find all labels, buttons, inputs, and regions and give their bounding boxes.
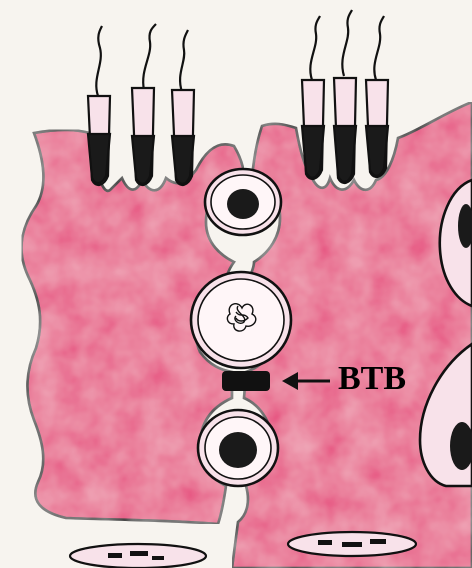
peritubular-nucleus (318, 540, 332, 545)
spermatid-nucleus (366, 126, 388, 176)
peritubular-nucleus (152, 556, 164, 560)
peritubular-nucleus (370, 539, 386, 544)
peritubular-nucleus (130, 551, 148, 556)
peritubular-nucleus (342, 542, 362, 547)
germ-cell-lower-nucleus (219, 432, 257, 468)
germ-cell-middle-inner (198, 279, 284, 361)
germ-cell-upper-nucleus (227, 189, 259, 219)
btb-junction-marker (222, 371, 270, 391)
spermatid-nucleus (302, 126, 324, 178)
peritubular-nucleus (108, 553, 122, 558)
spermatid-nucleus (88, 134, 110, 183)
spermatid-nucleus (132, 136, 154, 184)
btb-label: BTB (338, 362, 406, 396)
spermatid-nucleus (172, 136, 194, 184)
spermatid-nucleus (334, 126, 356, 182)
